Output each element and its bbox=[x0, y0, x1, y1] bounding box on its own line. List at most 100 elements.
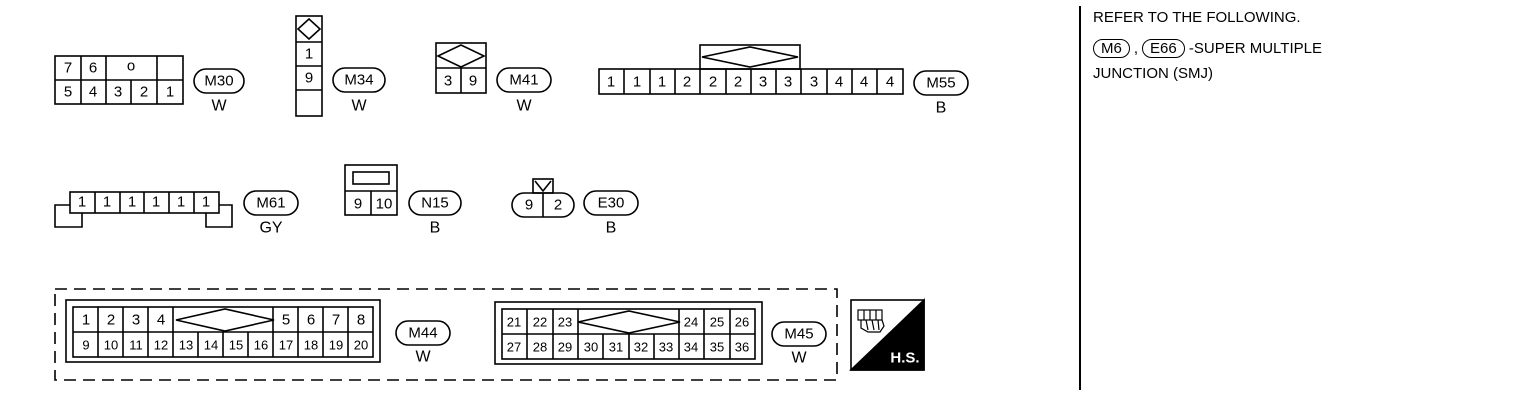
connector-n15 bbox=[344, 164, 398, 216]
m61-color: GY bbox=[259, 220, 282, 237]
m55-pin: 2 bbox=[683, 74, 691, 91]
m30-pin: 5 bbox=[64, 84, 72, 101]
m44-pin: 13 bbox=[179, 338, 193, 353]
m44-pin: 4 bbox=[157, 312, 165, 329]
connector-m61 bbox=[54, 191, 233, 228]
m41-id-badge bbox=[496, 67, 552, 93]
m44-pin: 10 bbox=[104, 338, 118, 353]
m44-id-badge bbox=[395, 320, 451, 346]
m45-pin: 32 bbox=[634, 340, 648, 355]
m44-pin: 20 bbox=[354, 338, 368, 353]
m41-id: M41 bbox=[509, 72, 538, 89]
note-separator: , bbox=[1133, 40, 1139, 57]
m30-pin: 4 bbox=[89, 84, 97, 101]
note-line-2: M6,E66 -SUPER MULTIPLE bbox=[1093, 38, 1322, 59]
connector-m30 bbox=[54, 55, 184, 105]
m44-pin: 5 bbox=[282, 312, 290, 329]
connector-m55 bbox=[598, 44, 904, 95]
connector-m44 bbox=[65, 299, 381, 363]
m44-pin: 6 bbox=[307, 312, 315, 329]
ref-e66-badge: E66 bbox=[1142, 39, 1185, 58]
m55-pin: 1 bbox=[607, 74, 615, 91]
connector-m34 bbox=[295, 15, 323, 117]
m45-pin: 34 bbox=[684, 340, 698, 355]
m30-color: W bbox=[211, 98, 227, 115]
m44-pin: 16 bbox=[254, 338, 268, 353]
m61-pin: 1 bbox=[103, 194, 111, 211]
m45-pin: 22 bbox=[533, 315, 547, 330]
n15-color: B bbox=[430, 220, 441, 237]
note-line-1: REFER TO THE FOLLOWING. bbox=[1093, 9, 1301, 26]
m30-id-badge bbox=[193, 68, 245, 94]
m44-pin: 19 bbox=[329, 338, 343, 353]
m30-pin: o bbox=[127, 58, 135, 75]
m61-id: M61 bbox=[256, 195, 285, 212]
m55-pin: 4 bbox=[886, 74, 894, 91]
m45-pin: 21 bbox=[507, 315, 521, 330]
note-line-2-tail: -SUPER MULTIPLE bbox=[1188, 40, 1322, 57]
m45-id-badge bbox=[771, 321, 827, 347]
m30-id: M30 bbox=[204, 73, 233, 90]
m44-pin: 18 bbox=[304, 338, 318, 353]
m44-color: W bbox=[415, 349, 431, 366]
m44-pin: 15 bbox=[229, 338, 243, 353]
m45-pin: 30 bbox=[584, 340, 598, 355]
m55-color: B bbox=[936, 100, 947, 117]
m45-pin: 31 bbox=[609, 340, 623, 355]
connector-e30 bbox=[511, 178, 575, 218]
n15-pin: 9 bbox=[354, 196, 362, 213]
dashed-enclosure bbox=[54, 288, 838, 381]
m44-id: M44 bbox=[408, 325, 437, 342]
m44-pin: 11 bbox=[129, 338, 143, 353]
m30-pin: 1 bbox=[166, 84, 174, 101]
m44-pin: 3 bbox=[132, 312, 140, 329]
m55-pin: 1 bbox=[658, 74, 666, 91]
m61-pin: 1 bbox=[177, 194, 185, 211]
m61-pin: 1 bbox=[128, 194, 136, 211]
m30-pin: 7 bbox=[64, 60, 72, 77]
ref-m6-badge: M6 bbox=[1093, 39, 1130, 58]
m45-pin: 35 bbox=[710, 340, 724, 355]
m34-pin: 9 bbox=[305, 70, 313, 87]
m30-pin: 6 bbox=[89, 60, 97, 77]
note-line-3: JUNCTION (SMJ) bbox=[1093, 65, 1213, 82]
m55-pin: 3 bbox=[759, 74, 767, 91]
harness-connector-icon bbox=[857, 309, 885, 333]
m45-pin: 36 bbox=[735, 340, 749, 355]
n15-id-badge bbox=[408, 190, 462, 216]
e30-pin: 9 bbox=[525, 197, 533, 214]
hs-badge bbox=[849, 298, 925, 371]
m30-pin: 3 bbox=[114, 84, 122, 101]
e30-color: B bbox=[606, 220, 617, 237]
n15-pin: 10 bbox=[376, 196, 393, 213]
m34-pin: 1 bbox=[305, 46, 313, 63]
m44-pin: 12 bbox=[154, 338, 168, 353]
m44-pin: 7 bbox=[332, 312, 340, 329]
m41-pin: 3 bbox=[444, 73, 452, 90]
m45-pin: 25 bbox=[710, 315, 724, 330]
m55-pin: 2 bbox=[709, 74, 717, 91]
m55-pin: 1 bbox=[633, 74, 641, 91]
m61-pin: 1 bbox=[202, 194, 210, 211]
connector-m41 bbox=[435, 42, 487, 94]
n15-id: N15 bbox=[421, 195, 449, 212]
m45-pin: 26 bbox=[735, 315, 749, 330]
e30-pin: 2 bbox=[554, 197, 562, 214]
m55-pin: 4 bbox=[860, 74, 868, 91]
m41-color: W bbox=[516, 98, 532, 115]
m45-pin: 24 bbox=[684, 315, 698, 330]
m45-pin: 27 bbox=[507, 340, 521, 355]
m45-pin: 23 bbox=[558, 315, 572, 330]
m44-pin: 1 bbox=[82, 312, 90, 329]
hs-badge-label: H.S. bbox=[890, 350, 919, 367]
m45-pin: 28 bbox=[533, 340, 547, 355]
m34-id-badge bbox=[332, 67, 386, 93]
m44-pin: 14 bbox=[204, 338, 218, 353]
m55-id-badge bbox=[913, 70, 969, 96]
m44-pin: 2 bbox=[107, 312, 115, 329]
m41-pin: 9 bbox=[469, 73, 477, 90]
m45-pin: 29 bbox=[558, 340, 572, 355]
m55-id: M55 bbox=[926, 75, 955, 92]
m45-pin: 33 bbox=[659, 340, 673, 355]
m44-pin: 9 bbox=[82, 338, 89, 353]
